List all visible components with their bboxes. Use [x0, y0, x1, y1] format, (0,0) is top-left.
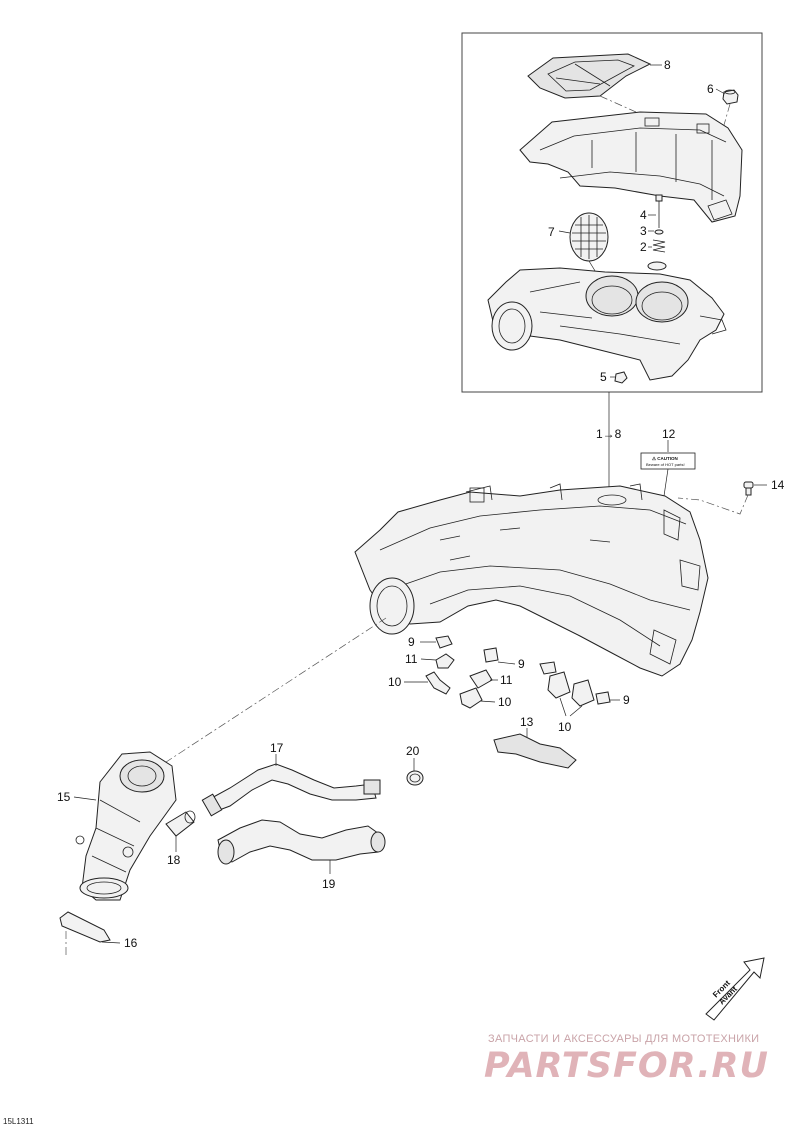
watermark-tagline: ЗАПЧАСТИ И АКСЕССУАРЫ ДЛЯ МОТОТЕХНИКИ: [488, 1033, 760, 1045]
part-7-filter: [569, 212, 609, 262]
callout-9-b: 9: [518, 657, 525, 671]
callout-9-a: 9: [408, 635, 415, 649]
callout-19: 19: [322, 877, 336, 891]
watermark-logo: PARTSFOR.RU: [484, 1046, 769, 1086]
callout-10-b: 10: [498, 695, 512, 709]
reference-code: 15L1311: [3, 1117, 34, 1126]
upper-airbox-housing: [519, 111, 743, 223]
part-19-hose: [217, 819, 386, 865]
callout-17: 17: [270, 741, 284, 755]
front-direction-arrow: Front Avant: [705, 957, 765, 1021]
part-9-clip-b: [483, 647, 499, 663]
callout-5: 5: [600, 370, 607, 384]
callout-6: 6: [707, 82, 714, 96]
part-15-adapter: [75, 751, 177, 901]
caution-label-title: ⚠ CAUTION: [652, 456, 678, 461]
part-10-mount-c: [547, 671, 595, 707]
callout-10-a: 10: [388, 675, 402, 689]
part-8-cover: [527, 53, 652, 99]
part-13-heat-shield: [493, 733, 577, 769]
callout-20: 20: [406, 744, 420, 758]
part-16-gasket: [59, 911, 111, 943]
callout-4: 4: [640, 208, 647, 222]
part-11-mount-b: [469, 669, 493, 689]
callout-12: 12: [662, 427, 676, 441]
part-14-pin: [743, 481, 754, 496]
part-5-grommet: [614, 371, 628, 384]
callout-18: 18: [167, 853, 181, 867]
callout-16: 16: [124, 936, 138, 950]
callout-11-a: 11: [405, 652, 418, 666]
callout-7: 7: [548, 225, 555, 239]
caution-label-text: Beware of HOT parts!: [646, 462, 685, 467]
part-10-bracket-a: [425, 671, 451, 695]
part-9-clip-c: [539, 661, 557, 675]
part-2-spring: [652, 239, 666, 253]
main-airbox-assembly: [354, 483, 709, 677]
part-3-washer: [654, 229, 664, 235]
callout-3: 3: [640, 224, 647, 238]
callout-8: 8: [664, 58, 671, 72]
part-12-caution-label: ⚠ CAUTION Beware of HOT parts!: [640, 452, 696, 470]
subassembly-frame: [461, 32, 763, 393]
part-6-nut: [722, 89, 739, 105]
part-20-clamp: [406, 770, 424, 786]
part-18-fitting: [165, 810, 196, 837]
part-4-screw: [655, 194, 663, 228]
callout-2: 2: [640, 240, 647, 254]
part-9-clip-d: [595, 691, 611, 705]
callout-10-c: 10: [558, 720, 572, 734]
callout-14: 14: [771, 478, 785, 492]
callout-15: 15: [57, 790, 71, 804]
part-10-bracket-b: [459, 687, 483, 709]
callout-11-b: 11: [500, 673, 513, 687]
part-17-hose: [201, 763, 381, 817]
callout-13: 13: [520, 715, 534, 729]
callout-1-to-8: 1→8: [596, 427, 622, 441]
lower-airbox-housing: [487, 267, 727, 381]
part-11-mount-a: [435, 653, 455, 669]
part-9-clip-a: [435, 635, 453, 649]
callout-9-c: 9: [623, 693, 630, 707]
